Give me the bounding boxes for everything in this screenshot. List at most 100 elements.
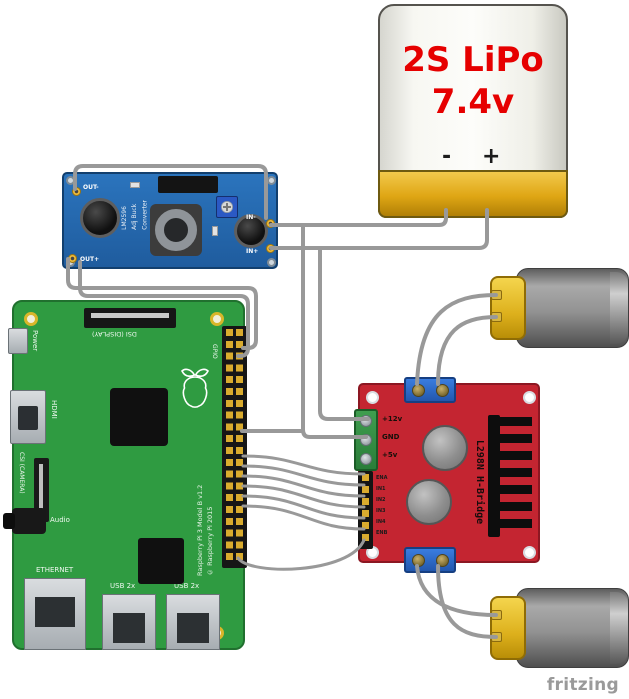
terminal-screw[interactable] — [360, 414, 372, 427]
board-silkscreen: Raspberry Pi 3 Model B v1.2 © Raspberry … — [196, 406, 214, 576]
wire-gpio-signal-4[interactable] — [241, 484, 366, 509]
ethernet-port[interactable] — [24, 578, 86, 650]
wire-gpio-signal-1[interactable] — [241, 454, 366, 476]
pin-label-in4: IN4 — [376, 519, 386, 525]
dsi-slot — [91, 313, 169, 318]
battery-pos-terminal[interactable]: + — [482, 144, 501, 169]
raspberry-pi[interactable]: DSI (DISPLAY) Power HDMI CSI (CAMERA) Au… — [3, 300, 247, 650]
wire-driver-to-motor-bottom-b[interactable] — [436, 564, 498, 639]
heatsink-spine — [488, 415, 500, 537]
wire-gpio-signal-3[interactable] — [241, 474, 366, 498]
regulator-chip — [158, 176, 218, 193]
dc-motor-bottom[interactable] — [490, 588, 629, 668]
wire-gpio-signal-6[interactable] — [241, 504, 366, 531]
l298n-motor-driver[interactable]: +12v GND +5v ENA IN1 IN2 IN3 IN4 ENB L29… — [354, 377, 540, 573]
battery-neg-terminal[interactable]: - — [442, 144, 452, 169]
label-12v: +12v — [382, 415, 403, 423]
motor-body — [516, 268, 629, 348]
pin-label-enb: ENB — [376, 530, 388, 536]
pad-out-minus[interactable] — [72, 187, 81, 196]
raspberry-pi-logo-icon — [181, 368, 209, 408]
silkscreen-text: LM2596 Adj Buck Converter — [121, 200, 149, 230]
gpio-pin-column[interactable] — [226, 329, 233, 565]
trimpot-screw — [221, 201, 233, 213]
audio-jack[interactable] — [3, 508, 46, 534]
pin-label-in3: IN3 — [376, 508, 386, 514]
wire-driver-to-motor-bottom-a[interactable] — [415, 564, 498, 617]
usb-port-left[interactable] — [102, 594, 156, 650]
power-terminal[interactable] — [354, 409, 378, 471]
inductor-coil — [155, 209, 197, 251]
mounting-hole — [66, 176, 75, 185]
usb-slot — [113, 613, 145, 643]
dc-motor-top[interactable] — [490, 268, 629, 348]
model-text: Raspberry Pi 3 Model B v1.2 — [196, 484, 204, 576]
gpio-header[interactable] — [222, 326, 247, 568]
capacitor — [422, 425, 468, 471]
motor-terminal[interactable] — [491, 610, 502, 620]
motor-terminal[interactable] — [491, 312, 502, 322]
pad-in-minus[interactable] — [266, 219, 275, 228]
buck-converter[interactable]: OUT- OUT+ IN- IN+ LM2596 Adj Buck Conver… — [62, 172, 278, 269]
heatsink-fins — [500, 417, 532, 535]
mounting-hole — [523, 546, 536, 559]
audio-label: Audio — [50, 516, 70, 524]
terminal-screw[interactable] — [411, 553, 425, 567]
usb-port-right[interactable] — [166, 594, 220, 650]
csi-connector[interactable] — [34, 458, 49, 522]
mounting-hole — [210, 312, 224, 326]
motor-terminal[interactable] — [491, 632, 502, 642]
mounting-hole — [267, 258, 276, 267]
mounting-hole — [267, 176, 276, 185]
pin-label-ena: ENA — [376, 475, 388, 481]
dsi-connector[interactable] — [84, 308, 176, 328]
label-gnd: GND — [382, 433, 400, 441]
power-port[interactable] — [8, 328, 28, 354]
battery-label-line1: 2S LiPo — [402, 40, 544, 80]
mounting-hole — [24, 312, 38, 326]
terminal-screw[interactable] — [360, 433, 372, 446]
hdmi-label: HDMI — [50, 400, 58, 419]
usb-slot — [177, 613, 209, 643]
audio-barrel — [3, 513, 15, 529]
gpio-pin-column[interactable] — [236, 329, 243, 565]
label-out-minus: OUT- — [83, 184, 99, 191]
wire-ground-branch-to-driver-gnd[interactable] — [301, 223, 368, 439]
terminal-screw[interactable] — [435, 553, 449, 567]
wire-driver-to-motor-top-b[interactable] — [436, 315, 498, 386]
terminal-screw[interactable] — [411, 383, 425, 397]
smd-component — [130, 182, 140, 188]
pad-in-plus[interactable] — [266, 244, 275, 253]
usb-right-label: USB 2x — [174, 582, 200, 590]
wire-gpio-signal-7[interactable] — [236, 538, 366, 571]
csi-label: CSI (CAMERA) — [18, 452, 25, 494]
copyright-text: © Raspberry Pi 2015 — [206, 506, 214, 576]
pin-label-in1: IN1 — [376, 486, 386, 492]
motor-terminal[interactable] — [491, 290, 502, 300]
hdmi-port[interactable] — [10, 390, 46, 444]
pad-out-plus[interactable] — [68, 254, 77, 263]
capacitor — [80, 198, 120, 238]
motor-a-terminal[interactable] — [404, 377, 456, 403]
motor-b-terminal[interactable] — [404, 547, 456, 573]
terminal-screw[interactable] — [360, 453, 372, 466]
control-pins[interactable] — [362, 474, 369, 546]
motor-endcap — [610, 592, 628, 664]
terminal-screw[interactable] — [435, 383, 449, 397]
dsi-label: DSI (DISPLAY) — [92, 330, 137, 338]
control-pin-header[interactable] — [358, 471, 373, 549]
power-label: Power — [31, 330, 39, 352]
motor-body — [516, 588, 629, 668]
wire-gpio-signal-2[interactable] — [241, 464, 366, 487]
lan-chip — [138, 538, 184, 584]
label-5v: +5v — [382, 451, 398, 459]
label-in-plus: IN+ — [246, 248, 259, 255]
usb-left-label: USB 2x — [110, 582, 136, 590]
wire-driver-to-motor-top-a[interactable] — [415, 293, 498, 386]
trimpot[interactable] — [216, 196, 238, 218]
battery-label-line2: 7.4v — [431, 82, 515, 122]
pin-label-in2: IN2 — [376, 497, 386, 503]
lipo-battery[interactable]: 2S LiPo 7.4v - + — [378, 4, 568, 218]
wire-gpio-signal-5[interactable] — [241, 494, 366, 520]
